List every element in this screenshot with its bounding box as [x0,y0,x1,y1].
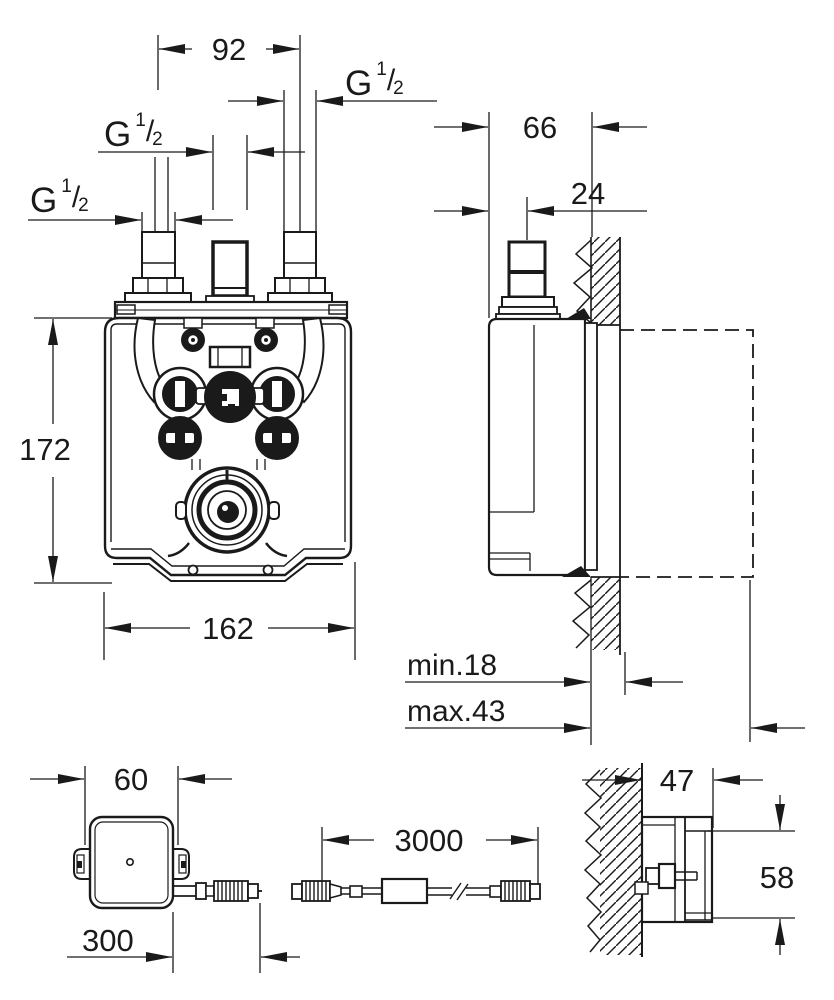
right-supply-stub [267,90,333,303]
label-47: 47 [660,763,694,798]
middle-outlet-stub [205,135,255,303]
shut-off-dial [167,466,288,576]
label-66: 66 [523,110,557,145]
dimension-66 [434,112,647,318]
wall-section-right [583,763,643,957]
label-162: 162 [202,611,254,646]
control-box-front-view [30,766,300,973]
dimension-92 [157,35,301,240]
label-min18: min.18 [407,649,497,682]
control-box-body [88,815,175,910]
wall-section-bottom [571,576,620,650]
label-60: 60 [114,762,148,797]
dimension-47 [582,768,763,828]
control-box-cable [173,880,262,902]
mounting-plate [113,300,349,320]
label-24: 24 [571,176,605,211]
box-side-body [487,308,598,577]
front-view [28,35,437,660]
label-92: 92 [212,32,246,67]
label-300: 300 [82,923,134,958]
cable-assembly [291,877,541,905]
left-supply-stub [124,157,192,303]
control-box-side-view [582,763,795,957]
dimension-60 [30,766,232,845]
dimension-3000 [321,827,539,897]
dimension-wall-min [405,652,683,695]
side-view [405,112,805,745]
label-max43: max.43 [407,695,505,728]
wall-section-top [572,237,620,326]
label-58: 58 [760,860,794,895]
side-stub [495,197,561,321]
label-3000: 3000 [395,823,464,858]
concealed-housing-dashed-outline [620,329,754,578]
label-172: 172 [19,432,71,467]
valve-body-interior [133,316,325,470]
dimension-300 [67,903,300,973]
dimension-58 [708,795,795,955]
dimension-162 [103,562,356,660]
control-box-side-body [634,815,714,924]
mounting-ears [73,848,190,880]
dimension-172 [34,317,112,584]
dimension-wall-max [405,580,805,742]
extension-cable-view [291,827,541,905]
